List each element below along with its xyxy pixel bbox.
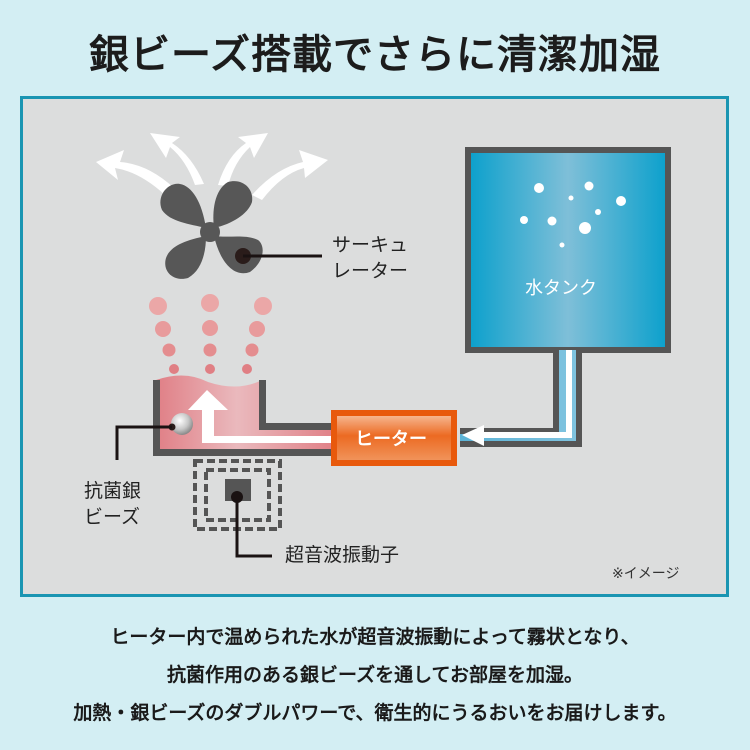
flow-arrow-up-icon [188, 390, 336, 443]
water-tank [465, 147, 671, 353]
bubbles-icon [520, 181, 626, 248]
silver-beads-label-line2: ビーズ [84, 506, 141, 528]
ultrasonic-leader-line [235, 497, 272, 558]
circulator-label: サーキュ レーター [332, 232, 408, 284]
description-line-3: 加熱・銀ビーズのダブルパワーで、衛生的にうるおいをお届けします。 [73, 702, 677, 724]
circulator-fan-icon [160, 181, 263, 279]
description-line-2: 抗菌作用のある銀ビーズを通してお部屋を加湿。 [167, 664, 583, 686]
heater-label: ヒーター [355, 429, 427, 450]
ultrasonic-label: 超音波振動子 [285, 544, 400, 566]
circulator-label-line1: サーキュ [332, 234, 409, 256]
silver-beads-label: 抗菌銀 ビーズ [84, 478, 141, 530]
silver-bead-icon [171, 413, 193, 435]
airflow-arrows-icon [96, 133, 328, 200]
circulator-label-line2: レーター [332, 260, 409, 282]
water-tank-label: 水タンク [525, 278, 597, 299]
silver-beads-label-line1: 抗菌銀 [84, 480, 142, 502]
page-title: 銀ビーズ搭載でさらに清潔加湿 [89, 32, 661, 78]
water-supply-pipe [460, 350, 582, 447]
mist-dots-icon [149, 294, 272, 374]
image-note: ※イメージ [612, 566, 680, 582]
flow-arrow-left-icon [462, 425, 484, 446]
heater [331, 410, 457, 466]
bead-leader-line [115, 425, 172, 460]
description-line-1: ヒーター内で温められた水が超音波振動によって霧状となり、 [110, 626, 640, 648]
ultrasonic-vibrator [193, 459, 282, 558]
mist-chamber [153, 375, 336, 456]
